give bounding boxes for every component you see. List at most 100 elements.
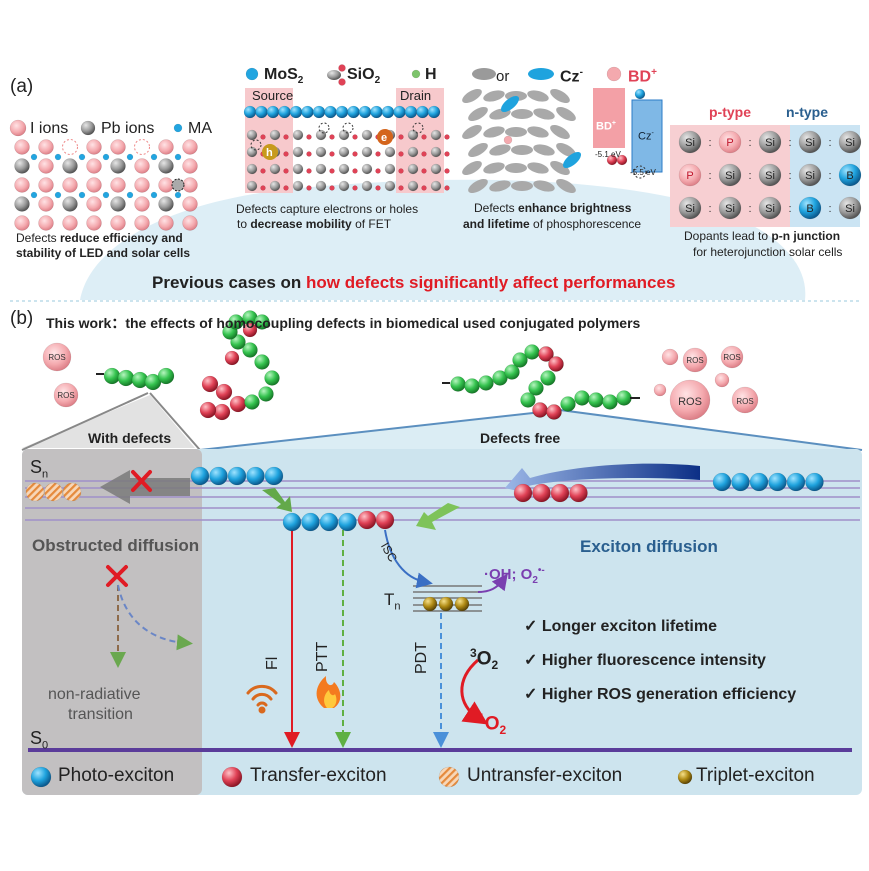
perovskite-caption-1: Defects reduce efficiency and bbox=[16, 231, 183, 245]
bd-box-label: BD+ bbox=[596, 120, 616, 133]
legend-dot-untransfer bbox=[438, 766, 460, 788]
defect-chain-b-unit bbox=[201, 375, 219, 393]
bd-excited bbox=[616, 154, 628, 166]
i-ion bbox=[38, 139, 54, 155]
mos2-atom bbox=[301, 105, 314, 119]
lattice-atom-label: Si bbox=[805, 137, 815, 149]
o-atom bbox=[444, 134, 450, 140]
free-zoom-line-l bbox=[199, 409, 561, 451]
legend-sio2: SiO2 bbox=[347, 66, 381, 87]
bd-legend-dot bbox=[606, 66, 622, 82]
lattice-atom-label: Si bbox=[725, 203, 735, 215]
o-atom bbox=[352, 168, 358, 174]
mos2-atom bbox=[404, 105, 418, 119]
blocked-cross bbox=[131, 470, 152, 492]
ma-ion bbox=[78, 191, 86, 199]
ma-ion bbox=[30, 153, 38, 161]
fet-drain-label: Drain bbox=[400, 88, 432, 103]
mos2-atom bbox=[393, 105, 406, 119]
o-atom bbox=[444, 185, 450, 191]
legend-cz: Cz- bbox=[560, 67, 583, 86]
host-legend-dot bbox=[472, 68, 496, 80]
host-molecule bbox=[489, 144, 511, 156]
free-chain-unit bbox=[504, 364, 520, 380]
nonrad-label-2: transition bbox=[68, 706, 133, 723]
free-chain-unit bbox=[602, 394, 618, 410]
lattice-atom-label: B bbox=[846, 170, 853, 182]
lattice-atom-label: Si bbox=[765, 170, 775, 182]
si-atom bbox=[430, 146, 442, 158]
lattice-atom-label: Si bbox=[725, 170, 735, 182]
lattice-atom-label: P bbox=[726, 137, 733, 149]
o-atom bbox=[375, 151, 381, 157]
ev-label-2: -5.5 eV bbox=[630, 168, 656, 177]
o-atom bbox=[375, 185, 381, 191]
tn-label: Tn bbox=[384, 590, 401, 613]
photo-exciton bbox=[264, 466, 284, 486]
hole-marker bbox=[262, 144, 278, 160]
si-atom bbox=[292, 146, 304, 158]
ros-bubble bbox=[53, 382, 79, 408]
legend-triplet-exciton: Triplet-exciton bbox=[696, 765, 815, 786]
ma-ion bbox=[54, 191, 62, 199]
i-ion bbox=[86, 215, 102, 231]
photo-exciton bbox=[749, 472, 769, 492]
host-molecule bbox=[556, 179, 576, 193]
legend-dot-photo bbox=[30, 766, 52, 788]
o-atom bbox=[398, 168, 404, 174]
i-ion bbox=[38, 177, 54, 193]
photo-exciton bbox=[209, 466, 228, 486]
defect-chain-a-unit bbox=[117, 369, 135, 387]
cz-molecule bbox=[500, 95, 520, 113]
si-atom bbox=[315, 146, 327, 158]
mos2-atom bbox=[335, 105, 349, 119]
untransfer-exciton bbox=[44, 482, 63, 502]
o-atom bbox=[283, 134, 289, 140]
sn-label: Sn bbox=[30, 457, 49, 481]
fet-caption-1: Defects capture electrons or holes bbox=[236, 202, 419, 216]
perovskite-caption-2: stability of LED and solar cells bbox=[16, 246, 191, 260]
i-ion bbox=[182, 177, 198, 193]
si-atom bbox=[292, 129, 304, 141]
lattice-atom-p bbox=[678, 163, 702, 187]
bond-dots: : bbox=[708, 137, 711, 149]
lattice-atom-b bbox=[838, 163, 862, 187]
si-atom bbox=[361, 163, 373, 175]
defect-chain-a-unit bbox=[103, 367, 121, 385]
photo-exciton bbox=[768, 472, 787, 492]
bd-box bbox=[593, 88, 625, 148]
defect-region bbox=[22, 449, 202, 795]
o-atom bbox=[283, 185, 289, 191]
i-ion bbox=[38, 158, 54, 174]
free-chain-red bbox=[546, 404, 562, 420]
o-atom bbox=[421, 151, 427, 157]
o-atom bbox=[352, 134, 358, 140]
pb-ion bbox=[110, 196, 126, 212]
host-molecule bbox=[550, 161, 570, 175]
untransfer-exciton bbox=[62, 482, 82, 502]
mos2-atom bbox=[347, 105, 360, 119]
lattice-atom-si bbox=[798, 163, 822, 187]
i-ion bbox=[38, 196, 54, 212]
fet-vacancy bbox=[318, 122, 330, 134]
transfer-arrow-left bbox=[262, 488, 292, 512]
free-chain-red bbox=[548, 356, 564, 372]
ros-bubble bbox=[731, 386, 759, 414]
o-atom bbox=[306, 185, 312, 191]
i-ion bbox=[182, 158, 198, 174]
bond-dots: : bbox=[708, 203, 711, 215]
mos2-atom bbox=[243, 105, 257, 119]
nonrad-cross bbox=[106, 565, 128, 587]
defect-chain-b bbox=[199, 375, 247, 421]
si-atom bbox=[315, 129, 327, 141]
si-atom bbox=[269, 163, 281, 175]
host-molecule bbox=[462, 89, 482, 103]
host-molecule bbox=[556, 107, 576, 121]
obstructed-diffusion-label: Obstructed diffusion bbox=[32, 536, 200, 555]
ros-label: ROS bbox=[48, 353, 65, 362]
i-ion-vacancy bbox=[134, 139, 150, 155]
defect-chain-d-unit bbox=[242, 322, 258, 338]
ros-bubble bbox=[669, 379, 711, 421]
lattice-atom-label: Si bbox=[845, 137, 855, 149]
i-ion bbox=[158, 139, 174, 155]
